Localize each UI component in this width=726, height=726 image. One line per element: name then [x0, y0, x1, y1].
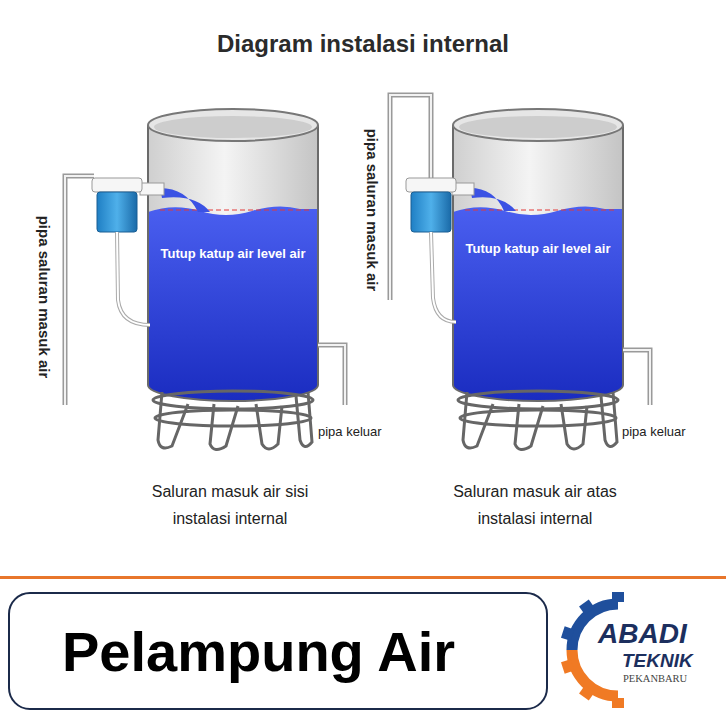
- diagram-title: Diagram instalasi internal: [0, 30, 726, 58]
- water-tank: Tutup katup air level air: [148, 110, 318, 400]
- water-level-text: Tutup katup air level air: [148, 246, 318, 261]
- pipe-label: pipa keluar: [318, 424, 382, 439]
- tank-caption: Saluran masuk air sisi instalasi interna…: [130, 478, 330, 532]
- logo-text: ABADI: [598, 618, 687, 650]
- pipe-label: pipa keluar: [622, 424, 686, 439]
- water-tank: Tutup katup air level air: [453, 110, 623, 400]
- logo-text: PEKANBARU: [623, 673, 687, 684]
- pipe-label: pipa saluran masuk air: [36, 216, 53, 379]
- product-name: Pelampung Air: [62, 619, 455, 684]
- pipe-label: pipa saluran masuk air: [364, 129, 381, 292]
- tank-caption: Saluran masuk air atas instalasi interna…: [435, 478, 635, 532]
- logo-text: TEKNIK: [622, 650, 693, 672]
- title-box: Pelampung Air: [8, 592, 548, 710]
- water-level-text: Tutup katup air level air: [453, 241, 623, 256]
